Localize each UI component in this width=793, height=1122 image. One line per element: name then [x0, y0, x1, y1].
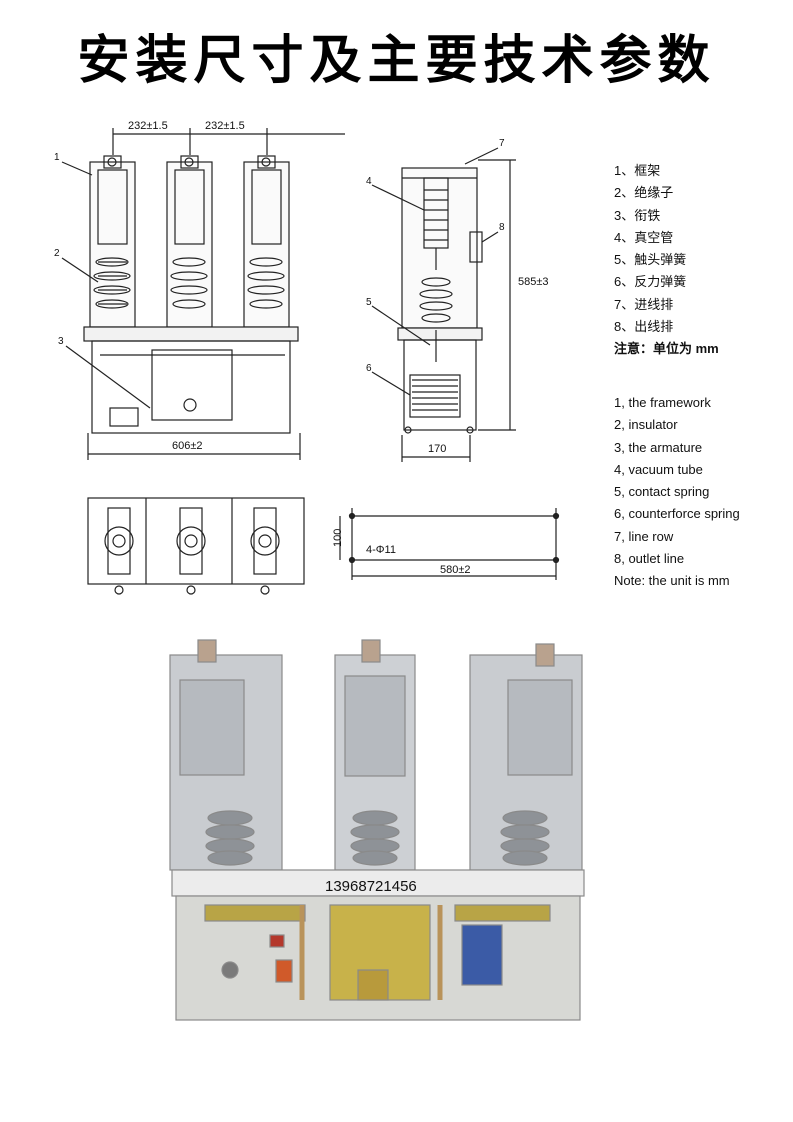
legend-cn-item: 3、衔铁	[614, 207, 661, 223]
legend-en-item: 5, contact spring	[614, 484, 710, 500]
callout-8: 8	[499, 222, 505, 233]
pole-2	[166, 155, 213, 328]
legend-chinese: 1、框架 2、绝缘子 3、衔铁 4、真空管 5、触头弹簧 6、反力弹簧 7、进线…	[614, 160, 719, 361]
phone-number: 13968721456	[325, 878, 417, 895]
legend-en-note: Note: the unit is mm	[614, 573, 730, 589]
legend-cn-item: 2、绝缘子	[614, 185, 674, 201]
dim-mount-length: 580±2	[440, 564, 471, 576]
dim-pole-spacing-left: 232±1.5	[128, 120, 168, 132]
dim-front-width: 606±2	[172, 440, 203, 452]
legend-en-item: 6, counterforce spring	[614, 506, 740, 522]
dim-pole-spacing-right: 232±1.5	[205, 120, 245, 132]
legend-cn-item: 6、反力弹簧	[614, 274, 687, 290]
callout-6: 6	[366, 363, 372, 374]
side-view	[371, 147, 516, 462]
legend-cn-item: 8、出线排	[614, 319, 674, 335]
callout-7: 7	[499, 138, 505, 149]
legend-cn-note: 注意：单位为 mm	[614, 341, 719, 357]
legend-cn-item: 1、框架	[614, 163, 661, 178]
dim-mount-spacing: 100	[332, 529, 344, 547]
dim-side-depth: 170	[428, 443, 446, 455]
legend-en-item: 8, outlet line	[614, 551, 685, 567]
legend-cn-item: 4、真空管	[614, 229, 674, 245]
callout-5: 5	[366, 297, 372, 308]
legend-en-item: 3, the armature	[614, 439, 703, 455]
mount-top-view	[87, 497, 305, 595]
mount-holes-label: 4-Φ11	[366, 544, 396, 556]
legend-en-item: 1, the framework	[614, 395, 711, 410]
legend-cn-item: 5、触头弹簧	[614, 252, 687, 268]
legend-en-item: 7, line row	[614, 528, 674, 544]
mount-hole-view	[339, 508, 560, 580]
legend-en-item: 2, insulator	[614, 417, 678, 433]
product-photo	[169, 639, 585, 1021]
pole-1	[89, 155, 136, 328]
dim-side-height: 585±3	[518, 276, 549, 288]
callout-4: 4	[366, 176, 372, 187]
callout-1: 1	[54, 152, 60, 163]
legend-cn-item: 7、进线排	[614, 296, 674, 312]
legend-english: 1, the framework 2, insulator 3, the arm…	[614, 392, 740, 593]
callout-2: 2	[54, 248, 60, 259]
front-view	[61, 128, 345, 460]
legend-en-item: 4, vacuum tube	[614, 461, 703, 477]
page-title: 安装尺寸及主要技术参数	[77, 30, 716, 91]
pole-3	[243, 155, 290, 328]
callout-3: 3	[58, 336, 64, 347]
